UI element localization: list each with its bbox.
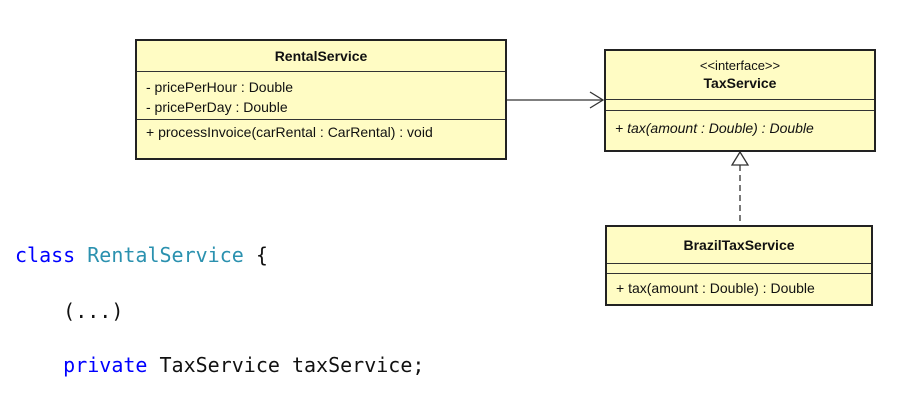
- brazil-tax-service-class: BrazilTaxService + tax(amount : Double) …: [605, 225, 873, 306]
- association-arrowhead: [589, 91, 605, 109]
- code-keyword-private: private: [63, 353, 148, 377]
- tax-service-operations: + tax(amount : Double) : Double: [606, 110, 874, 141]
- realization-arrowhead: [730, 150, 750, 166]
- rental-service-operations: + processInvoice(carRental : CarRental) …: [137, 119, 505, 145]
- code-keyword-class: class: [15, 243, 76, 267]
- operation-tax-abstract: + tax(amount : Double) : Double: [615, 120, 814, 136]
- brazil-tax-service-operations: + tax(amount : Double) : Double: [607, 273, 871, 301]
- attribute-price-per-hour: - pricePerHour : Double: [146, 79, 294, 95]
- interface-stereotype: <<interface>>: [699, 58, 781, 73]
- rental-service-class: RentalService - pricePerHour : Double - …: [135, 39, 507, 160]
- rental-service-attributes: - pricePerHour : Double - pricePerDay : …: [137, 71, 505, 119]
- rental-service-name: RentalService: [274, 48, 368, 64]
- code-open-brace: {: [243, 243, 268, 267]
- code-field-declaration: TaxService taxService;: [147, 353, 425, 377]
- tax-service-name: TaxService: [703, 75, 777, 91]
- code-line-class-declaration: class RentalService {: [15, 243, 268, 267]
- code-line-field: private TaxService taxService;: [15, 353, 424, 377]
- code-class-name: RentalService: [87, 243, 244, 267]
- tax-service-attributes: [606, 99, 874, 110]
- brazil-tax-service-name: BrazilTaxService: [683, 237, 795, 253]
- code-line-ellipsis: (...): [15, 299, 123, 323]
- operation-tax: + tax(amount : Double) : Double: [616, 280, 815, 296]
- operation-process-invoice: + processInvoice(carRental : CarRental) …: [146, 124, 433, 140]
- attribute-price-per-day: - pricePerDay : Double: [146, 99, 288, 115]
- tax-service-interface: <<interface>> TaxService + tax(amount : …: [604, 49, 876, 152]
- brazil-tax-service-attributes: [607, 263, 871, 273]
- tax-service-header: <<interface>> TaxService: [606, 51, 874, 99]
- code-ellipsis: (...): [63, 299, 124, 323]
